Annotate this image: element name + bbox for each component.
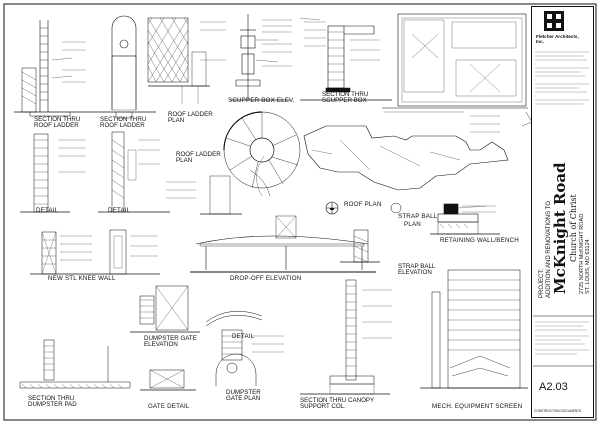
roof-plan-outline	[249, 125, 509, 215]
title-dumpster-pad: SECTION THRU DUMPSTER PAD	[28, 395, 77, 408]
title-knee-wall: NEW STL KNEE WALL	[48, 275, 116, 282]
title-section-scupper-box: SECTION THRU SCUPPER BOX	[322, 91, 369, 104]
dumpster-gate-plan	[215, 353, 257, 386]
title-section-roof-ladder: SECTION THRU ROOF LADDER	[34, 116, 81, 129]
gate-detail	[140, 369, 196, 391]
title-detail-3: DETAIL	[232, 333, 255, 340]
knee-wall-detail	[30, 229, 160, 275]
title-mech-screen: MECH. EQUIPMENT SCREEN	[432, 403, 523, 410]
retaining-wall-bench	[430, 203, 500, 235]
section-roof-ladder-drawing	[14, 20, 100, 117]
document-status: CONSTRUCTION DOCUMENTS	[534, 409, 582, 413]
title-dumpster-gate-elevation: DUMPSTER GATE ELEVATION	[144, 335, 197, 348]
title-retaining-wall: RETAINING WALL/BENCH	[440, 237, 519, 244]
scupper-box-elevation	[230, 14, 290, 101]
firm-logo-icon	[544, 11, 564, 31]
canopy-support-column	[300, 279, 390, 395]
dumpster-gate-elevation	[130, 285, 200, 333]
title-block-lines	[533, 51, 593, 367]
arch-detail	[205, 310, 263, 374]
drop-off-elevation	[190, 215, 376, 273]
mech-equipment-screen	[420, 269, 528, 389]
strap-ball-detail	[340, 202, 402, 263]
title-strap-ball-plan: PLAN	[404, 221, 421, 228]
detail-center-mid	[98, 131, 242, 215]
title-detail-1: DETAIL	[36, 207, 59, 214]
title-canopy-support: SECTION THRU CANOPY SUPPORT COL.	[300, 397, 375, 410]
spiral-stair-plan	[223, 111, 301, 197]
title-drop-off-elevation: DROP-OFF ELEVATION	[230, 275, 302, 282]
title-strap-ball-elevation: STRAP BALL ELEVATION	[398, 263, 436, 276]
title-roof-plan: ROOF PLAN	[344, 201, 382, 208]
project-name: McKnight Road	[551, 162, 569, 294]
roof-ladder-grating	[147, 17, 210, 104]
building-plan-top	[382, 13, 533, 127]
detail-left-mid	[20, 133, 70, 213]
title-scupper-box-elev: SCUPPER BOX ELEV.	[228, 97, 295, 104]
roof-ladder-section-2	[100, 15, 156, 119]
title-roof-ladder-plan-top: ROOF LADDER PLAN	[168, 111, 213, 124]
title-dumpster-gate-plan: DUMPSTER GATE PLAN	[226, 389, 261, 402]
title-detail-2: DETAIL	[108, 207, 131, 214]
project-address-2: ST. LOUIS, MO 63124	[585, 239, 591, 294]
title-gate-detail: GATE DETAIL	[148, 403, 190, 410]
project-subtitle: Church of Christ	[569, 194, 578, 262]
title-block	[531, 6, 594, 418]
dumpster-pad-section	[19, 339, 131, 389]
project-label: PROJECT:	[539, 268, 545, 298]
title-strap-ball: STRAP BALL	[398, 213, 438, 220]
sheet-number: A2.03	[539, 381, 568, 393]
title-roof-ladder-plan: ROOF LADDER PLAN	[176, 151, 221, 164]
firm-name: Fletcher Architects, Inc.	[536, 34, 579, 44]
annotation-leaders	[58, 19, 500, 353]
scupper-box-section	[299, 17, 392, 101]
title-section-roof-ladder-2: SECTION THRU ROOF LADDER	[100, 116, 147, 129]
